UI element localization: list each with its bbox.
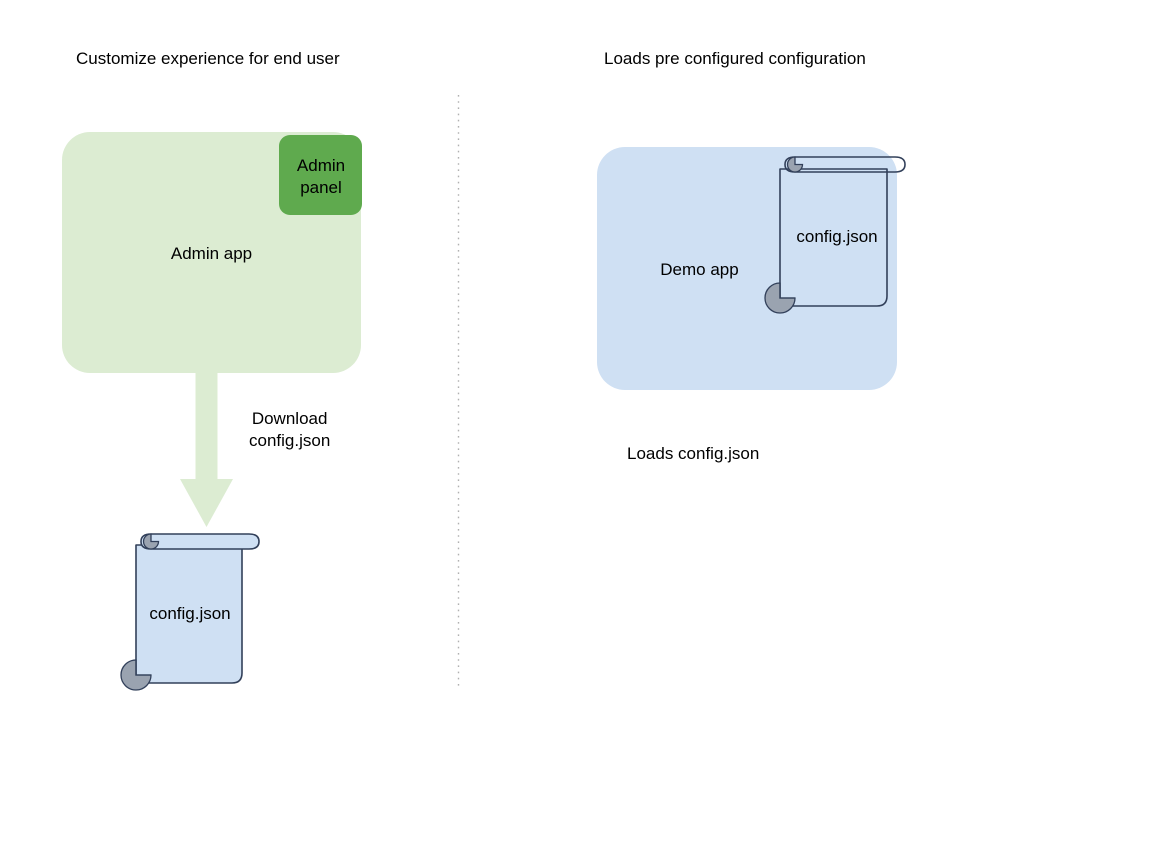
config-file-right-label: config.json [796,227,878,246]
download-arrow-icon [180,372,233,527]
download-arrow-label: Download config.json [249,409,331,450]
right-column-title: Loads pre configured configuration [604,49,866,68]
admin-panel-label: Admin panel [296,156,346,197]
config-file-left-label: config.json [149,604,231,623]
admin-panel-box[interactable] [279,135,362,215]
left-column-title: Customize experience for end user [76,49,340,68]
demo-app-label: Demo app [660,260,739,279]
loads-config-caption: Loads config.json [627,444,760,463]
admin-app-label: Admin app [170,244,253,263]
